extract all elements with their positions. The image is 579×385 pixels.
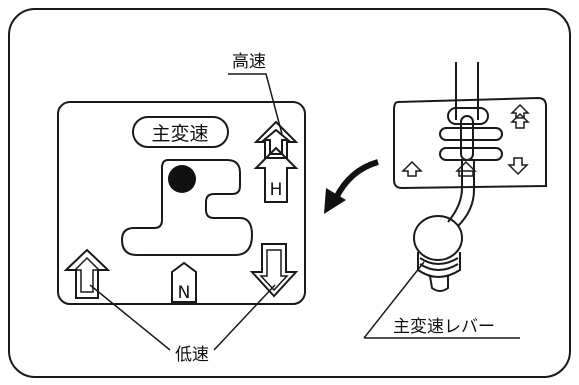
gate-slot	[120, 159, 254, 256]
outer-frame	[8, 8, 571, 378]
neutral-marker-shape	[171, 261, 197, 303]
lever-label: 主変速レバー	[393, 317, 495, 337]
pointer-arrow-head-icon	[324, 188, 346, 214]
high-speed-arrow-icon	[253, 120, 299, 203]
main-shift-label: 主変速	[151, 123, 208, 145]
low-speed-leader-left	[89, 284, 171, 351]
lever-plate	[393, 96, 547, 190]
low-speed-label: 低速	[175, 345, 209, 365]
shift-panel	[57, 101, 306, 305]
low-up-arrow-icon	[63, 248, 111, 299]
low-speed-leader-right	[213, 284, 276, 351]
lever-grip-icon	[413, 215, 463, 292]
neutral-gear-marker: N	[178, 283, 191, 303]
low-down-arrow-inner	[259, 249, 289, 292]
low-up-arrow-inner	[73, 256, 101, 293]
plate-arrow-icons	[401, 103, 530, 177]
high-speed-label: 高速	[232, 52, 266, 72]
lever-leader	[363, 261, 425, 339]
pointer-arrow-shaft	[333, 159, 379, 200]
lever-position-knob	[168, 165, 196, 193]
high-gear-marker: H	[270, 180, 283, 200]
high-speed-leader	[228, 73, 283, 135]
main-shift-label-box	[132, 116, 229, 148]
low-down-arrow-icon	[249, 243, 299, 298]
